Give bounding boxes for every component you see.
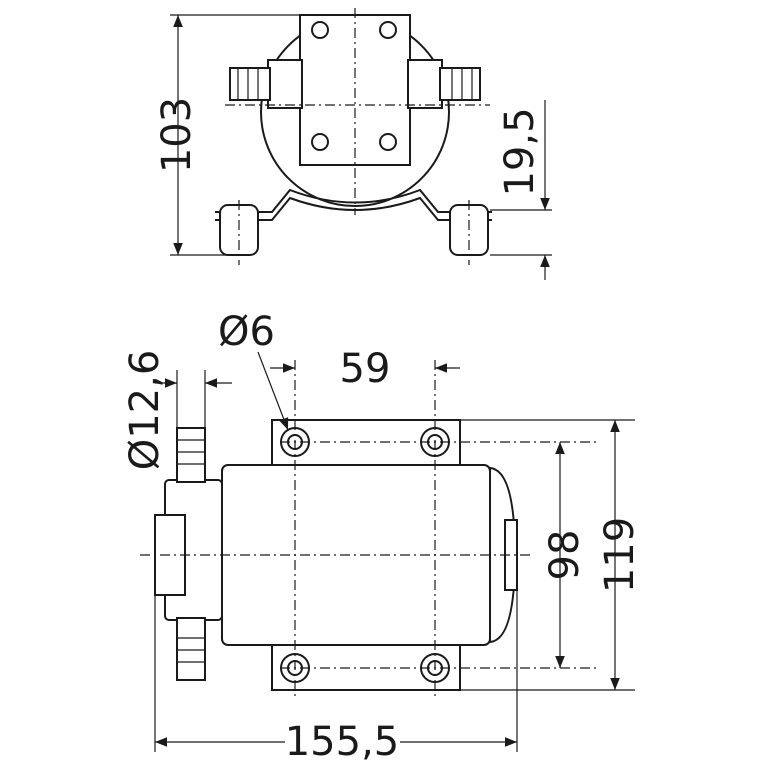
outlet-hose-barb <box>176 617 206 681</box>
dim-overall-length: 155,5 <box>285 719 400 765</box>
right-port <box>407 59 443 109</box>
right-hose-barb <box>439 67 481 101</box>
dim-outer-height: 119 <box>597 517 643 593</box>
top-view: 103 19,5 <box>154 8 552 280</box>
dim-hole-diameter: Ø6 <box>218 309 275 355</box>
screws <box>311 21 397 151</box>
dim-hole-spacing: 59 <box>340 346 391 392</box>
side-view: Ø6 59 Ø12,6 98 119 155,5 <box>122 309 643 765</box>
inlet-hose-barb <box>176 427 206 483</box>
dim-height-103: 103 <box>154 97 200 173</box>
left-port <box>267 59 303 109</box>
left-hose-barb <box>229 67 271 101</box>
dim-inner-height: 98 <box>542 530 588 581</box>
dim-foot-19-5: 19,5 <box>497 107 543 196</box>
dim-hose-diameter: Ø12,6 <box>122 350 168 471</box>
